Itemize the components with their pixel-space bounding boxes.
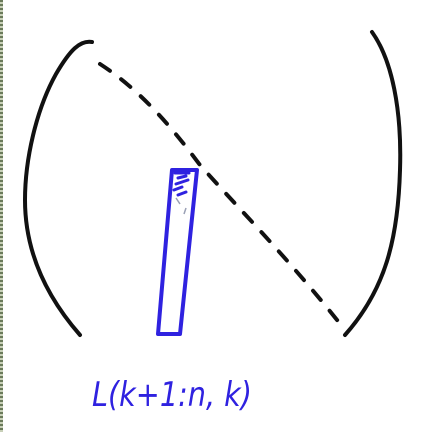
window-left-edge bbox=[0, 0, 3, 432]
right-bracket bbox=[343, 30, 403, 337]
column-rectangle bbox=[156, 168, 199, 336]
pivot-scribble bbox=[172, 171, 191, 197]
column-label: L(k+1:n, k) bbox=[92, 375, 252, 415]
left-bracket bbox=[23, 39, 94, 337]
dashed-diagonal bbox=[98, 62, 347, 332]
cursor-mark bbox=[175, 197, 187, 215]
